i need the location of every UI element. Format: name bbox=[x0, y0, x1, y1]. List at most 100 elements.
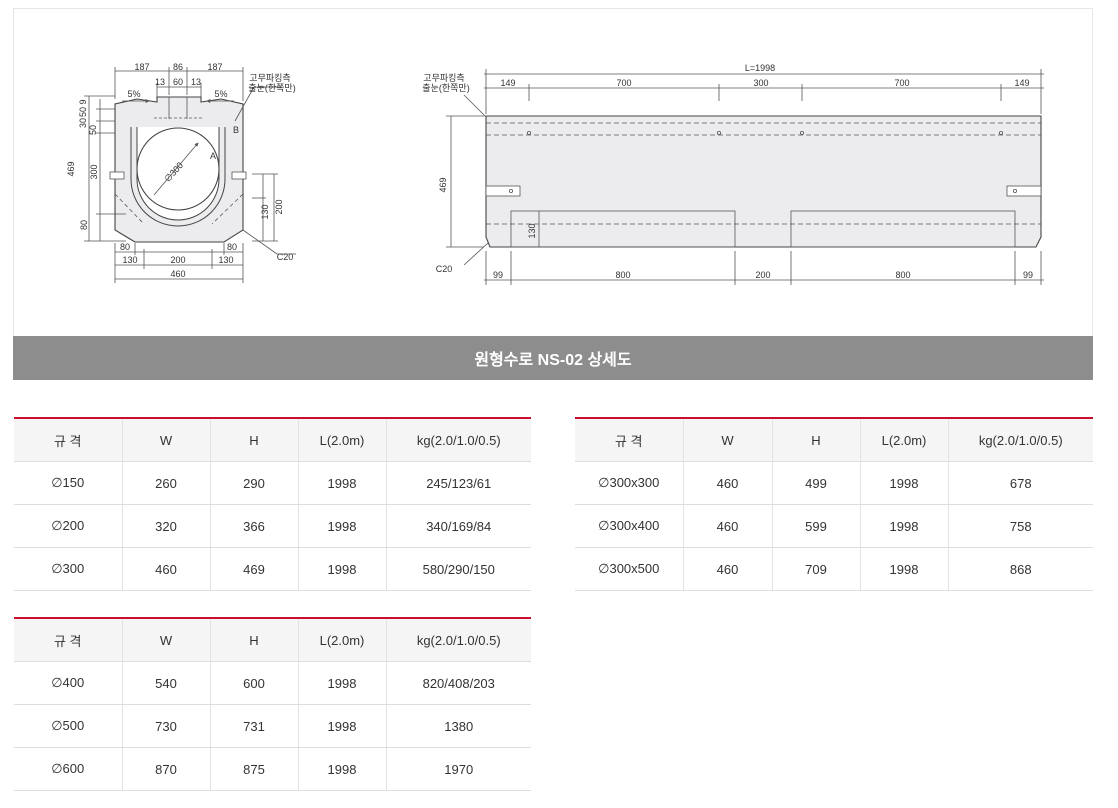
cell-h: 366 bbox=[210, 504, 299, 548]
cell-spec: ∅400 bbox=[14, 661, 123, 705]
table-header-row: 규 격 W H L(2.0m) kg(2.0/1.0/0.5) bbox=[14, 418, 531, 462]
table-row: ∅300 460 469 1998 580/290/150 bbox=[14, 547, 531, 591]
cell-h: 731 bbox=[210, 704, 299, 748]
sec-inner-dim-2: 60 bbox=[173, 77, 183, 87]
header-h: H bbox=[210, 418, 299, 462]
table-row: ∅400 540 600 1998 820/408/203 bbox=[14, 661, 531, 705]
header-w: W bbox=[683, 418, 773, 462]
table-header-row: 규 격 W H L(2.0m) kg(2.0/1.0/0.5) bbox=[14, 618, 531, 662]
cell-length: 1998 bbox=[860, 504, 949, 548]
cell-w: 460 bbox=[683, 461, 773, 505]
sec-bottom-1: 130 bbox=[122, 255, 137, 265]
sec-inner-dim-1: 13 bbox=[155, 77, 165, 87]
cell-spec: ∅200 bbox=[14, 504, 123, 548]
table-row: ∅500 730 731 1998 1380 bbox=[14, 704, 531, 748]
cell-weight: 868 bbox=[948, 547, 1093, 591]
sec-left-50b: 50 bbox=[88, 125, 98, 135]
elev-bottom-dim-4: 800 bbox=[895, 270, 910, 280]
cell-h: 499 bbox=[772, 461, 861, 505]
cell-spec: ∅300x500 bbox=[575, 547, 684, 591]
cell-weight: 820/408/203 bbox=[386, 661, 531, 705]
sec-slope-right: 5% bbox=[214, 89, 227, 99]
header-spec: 규 격 bbox=[14, 418, 123, 462]
cell-length: 1998 bbox=[860, 547, 949, 591]
sec-right-200: 200 bbox=[274, 199, 284, 214]
cell-spec: ∅300x400 bbox=[575, 504, 684, 548]
cell-weight: 678 bbox=[948, 461, 1093, 505]
cell-h: 469 bbox=[210, 547, 299, 591]
cell-w: 260 bbox=[122, 461, 211, 505]
elev-rubber-note-2: 출눈(한쪽만) bbox=[422, 83, 469, 93]
elev-top-dim-1: 149 bbox=[500, 78, 515, 88]
cell-weight: 1380 bbox=[386, 704, 531, 748]
cell-length: 1998 bbox=[298, 547, 387, 591]
cell-length: 1998 bbox=[860, 461, 949, 505]
cell-weight: 340/169/84 bbox=[386, 504, 531, 548]
table-row: ∅300x500 460 709 1998 868 bbox=[575, 547, 1093, 591]
sec-slope-left: 5% bbox=[127, 89, 140, 99]
sec-left-9: 9 bbox=[78, 99, 88, 104]
cell-weight: 1970 bbox=[386, 747, 531, 791]
elev-bottom-dim-1: 99 bbox=[493, 270, 503, 280]
cell-weight: 580/290/150 bbox=[386, 547, 531, 591]
cell-weight: 245/123/61 bbox=[386, 461, 531, 505]
elev-top-dim-5: 149 bbox=[1014, 78, 1029, 88]
sec-left-30: 30 bbox=[78, 118, 88, 128]
drawing-caption: 원형수로 NS-02 상세도 bbox=[13, 336, 1093, 380]
technical-drawing: 187 86 187 13 60 13 5% 5% 고무파킹측 출눈(한쪽만) … bbox=[66, 62, 1044, 285]
elev-bottom-dim-2: 800 bbox=[615, 270, 630, 280]
sec-inner-dim-3: 13 bbox=[191, 77, 201, 87]
header-length: L(2.0m) bbox=[298, 418, 387, 462]
cell-spec: ∅300 bbox=[14, 547, 123, 591]
cell-weight: 758 bbox=[948, 504, 1093, 548]
header-h: H bbox=[210, 618, 299, 662]
header-length: L(2.0m) bbox=[860, 418, 949, 462]
spec-table-large: 규 격 W H L(2.0m) kg(2.0/1.0/0.5) ∅400 540… bbox=[14, 617, 531, 791]
elev-top-dim-4: 700 bbox=[894, 78, 909, 88]
elev-chamfer: C20 bbox=[436, 264, 453, 274]
sec-total: 460 bbox=[170, 269, 185, 279]
drawing-panel: 187 86 187 13 60 13 5% 5% 고무파킹측 출눈(한쪽만) … bbox=[13, 8, 1093, 380]
cell-w: 540 bbox=[122, 661, 211, 705]
table-row: ∅300x400 460 599 1998 758 bbox=[575, 504, 1093, 548]
header-w: W bbox=[122, 418, 211, 462]
sec-bottom-2: 200 bbox=[170, 255, 185, 265]
elev-length: L=1998 bbox=[745, 63, 775, 73]
cell-w: 730 bbox=[122, 704, 211, 748]
elev-bottom-dim-5: 99 bbox=[1023, 270, 1033, 280]
spec-table-extended: 규 격 W H L(2.0m) kg(2.0/1.0/0.5) ∅300x300… bbox=[575, 417, 1093, 591]
elev-bottom-dim-3: 200 bbox=[755, 270, 770, 280]
table-row: ∅600 870 875 1998 1970 bbox=[14, 747, 531, 791]
elevation-view bbox=[446, 69, 1044, 285]
cell-spec: ∅500 bbox=[14, 704, 123, 748]
sec-bottom-top-2: 80 bbox=[227, 242, 237, 252]
elev-height: 469 bbox=[438, 177, 448, 192]
header-w: W bbox=[122, 618, 211, 662]
cell-length: 1998 bbox=[298, 461, 387, 505]
header-spec: 규 격 bbox=[14, 618, 123, 662]
cell-h: 600 bbox=[210, 661, 299, 705]
cell-length: 1998 bbox=[298, 504, 387, 548]
table-header-row: 규 격 W H L(2.0m) kg(2.0/1.0/0.5) bbox=[575, 418, 1093, 462]
cell-spec: ∅150 bbox=[14, 461, 123, 505]
spec-table-round: 규 격 W H L(2.0m) kg(2.0/1.0/0.5) ∅150 260… bbox=[14, 417, 531, 591]
cell-h: 709 bbox=[772, 547, 861, 591]
elev-top-dim-2: 700 bbox=[616, 78, 631, 88]
sec-top-dim-3: 187 bbox=[207, 62, 222, 72]
sec-top-dim-2: 86 bbox=[173, 62, 183, 72]
elev-rubber-note-1: 고무파킹측 bbox=[423, 72, 464, 83]
sec-left-469: 469 bbox=[66, 161, 76, 176]
elev-top-dim-3: 300 bbox=[753, 78, 768, 88]
cell-h: 599 bbox=[772, 504, 861, 548]
cell-spec: ∅300x300 bbox=[575, 461, 684, 505]
cell-w: 870 bbox=[122, 747, 211, 791]
sec-right-130: 130 bbox=[260, 204, 270, 219]
sec-top-dim-1: 187 bbox=[134, 62, 149, 72]
sec-chamfer: C20 bbox=[277, 252, 294, 262]
table-row: ∅300x300 460 499 1998 678 bbox=[575, 461, 1093, 505]
cell-length: 1998 bbox=[298, 747, 387, 791]
header-weight: kg(2.0/1.0/0.5) bbox=[386, 418, 531, 462]
cell-h: 290 bbox=[210, 461, 299, 505]
table-row: ∅200 320 366 1998 340/169/84 bbox=[14, 504, 531, 548]
cell-w: 320 bbox=[122, 504, 211, 548]
